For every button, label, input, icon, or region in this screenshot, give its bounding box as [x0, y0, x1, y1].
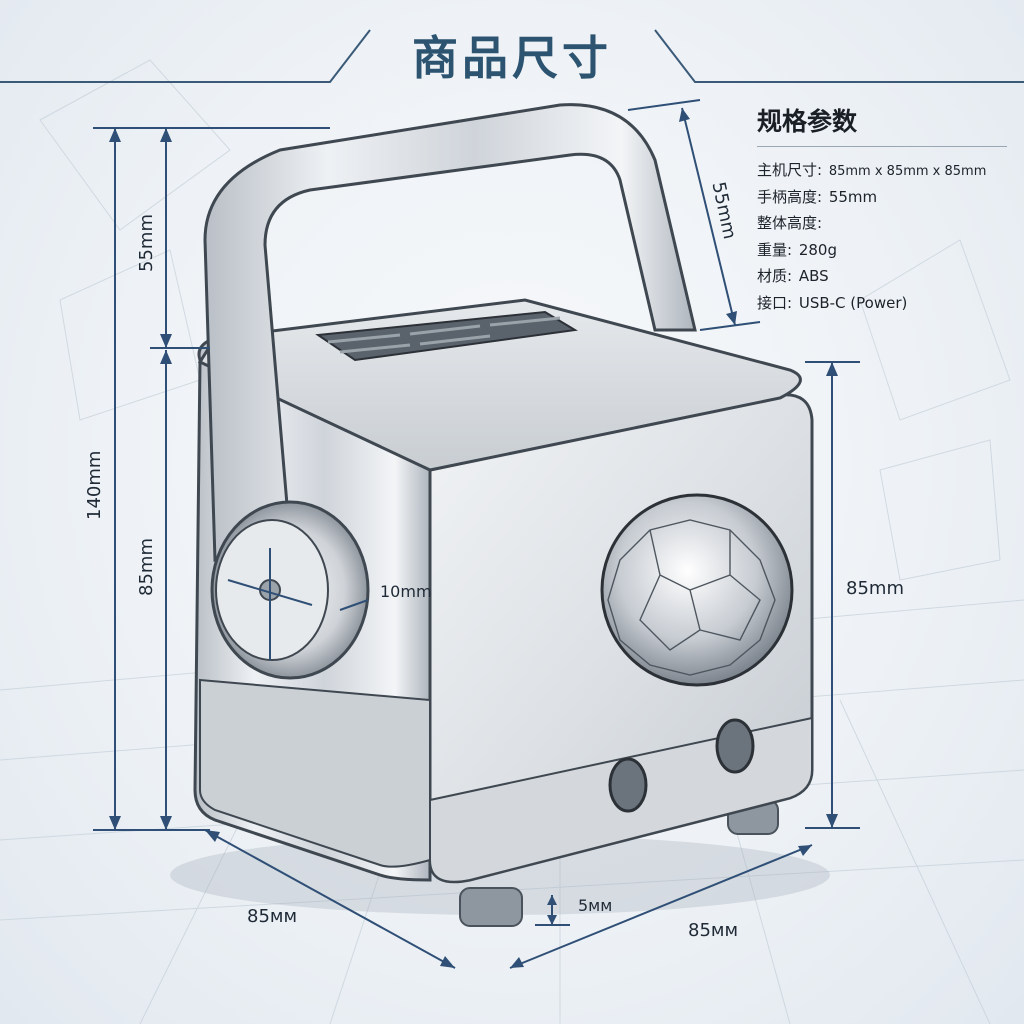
spec-row: 接口: USB-C (Power)	[757, 292, 1017, 319]
spec-value: 85mm x 85mm x 85mm	[828, 164, 987, 179]
spec-label: 重量:	[757, 240, 793, 259]
spec-label: 接口:	[757, 293, 793, 312]
foot-height-label: 5мм	[578, 896, 613, 915]
title-frame	[0, 29, 1024, 83]
spec-divider	[757, 146, 1007, 147]
spec-label: 材质:	[757, 267, 793, 285]
dimension-arrows	[109, 108, 838, 968]
dimension-lines	[93, 99, 860, 969]
handle-height-left-label: 55mm	[136, 214, 157, 272]
spec-row: 材质: ABS	[757, 265, 1017, 292]
spec-value: ABS	[798, 267, 829, 285]
base-width-right-label: 85мм	[688, 920, 739, 941]
spec-label: 手柄高度:	[757, 187, 823, 206]
spec-panel: 规格参数 主机尺寸: 85mm x 85mm x 85mm 手柄高度: 55mm…	[757, 102, 1017, 318]
page-title: 商品尺寸	[412, 31, 612, 85]
spec-row: 主机尺寸: 85mm x 85mm x 85mm	[757, 159, 1017, 186]
spec-row: 整体高度:	[757, 212, 1017, 239]
spec-label: 整体高度:	[757, 214, 823, 232]
spec-label: 主机尺寸:	[757, 161, 823, 179]
total-height-label: 140mm	[84, 450, 105, 520]
body-height-right-label: 85mm	[846, 578, 904, 599]
knob-depth-label: 10mm	[380, 582, 432, 601]
spec-value: 280g	[798, 240, 837, 259]
spec-value: 55mm	[828, 187, 878, 206]
spec-row: 手柄高度: 55mm	[757, 186, 1017, 213]
spec-row: 重量: 280g	[757, 239, 1017, 266]
base-width-left-label: 85мм	[247, 906, 298, 927]
spec-heading: 规格参数	[757, 107, 858, 136]
spec-value: USB-C (Power)	[798, 293, 908, 312]
body-height-left-label: 85mm	[136, 538, 157, 596]
side-knob	[210, 500, 370, 680]
